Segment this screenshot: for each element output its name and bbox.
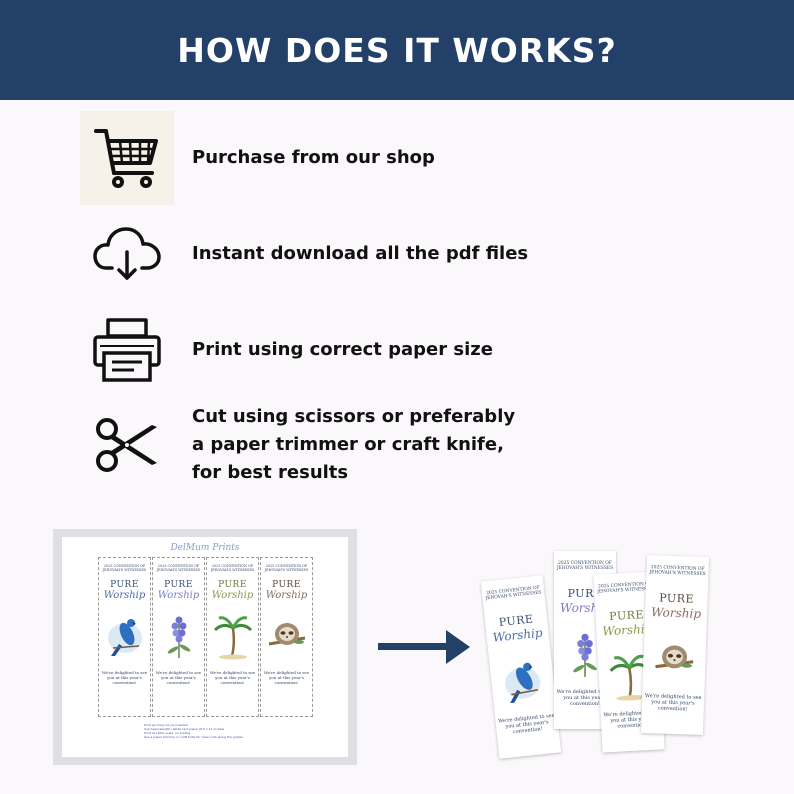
bookmark-message: We're delighted to see you at this year'… <box>644 692 702 713</box>
page-title: HOW DOES IT WORKS? <box>177 30 617 70</box>
palm-tree-illustration <box>609 654 650 701</box>
bookmark-message: We're delighted to see you at this year'… <box>263 670 310 685</box>
bookmark-worship: Worship <box>211 590 254 601</box>
flower-illustration <box>167 616 191 658</box>
bookmark-heading: 2025 CONVENTION OF JEHOVAH'S WITNESSES <box>156 564 201 572</box>
printed-bookmark: 2025 CONVENTION OF JEHOVAH'S WITNESSES P… <box>480 575 562 759</box>
printed-bookmark: 2025 CONVENTION OF JEHOVAH'S WITNESSES P… <box>640 554 710 736</box>
bookmark-pure: PURE <box>164 580 193 590</box>
step-purchase-text: Purchase from our shop <box>192 147 435 168</box>
header-banner: HOW DOES IT WORKS? <box>0 0 794 100</box>
sheet-bookmark: 2025 CONVENTION OF JEHOVAH'S WITNESSES P… <box>206 557 259 717</box>
step-download-text: Instant download all the pdf files <box>192 243 529 264</box>
bookmark-heading: 2025 CONVENTION OF JEHOVAH'S WITNESSES <box>264 564 309 572</box>
step-cut-line-2: a paper trimmer or craft knife, <box>192 434 504 455</box>
bookmark-worship: Worship <box>103 590 146 601</box>
step-cut-line-3: for best results <box>192 462 349 483</box>
step-cut-text: Cut using scissors or preferably a paper… <box>192 403 522 487</box>
shopping-cart-icon <box>80 111 174 205</box>
parrot-illustration <box>505 662 541 704</box>
bookmark-heading: 2025 CONVENTION OF JEHOVAH'S WITNESSES <box>556 561 614 571</box>
printed-bookmark: 2025 CONVENTION OF JEHOVAH'S WITNESSES P… <box>593 571 665 753</box>
print-notes: Print as many as you needed Use heavywei… <box>144 723 243 739</box>
printable-sheet: DelMum Prints 2025 CONVENTION OF JEHOVAH… <box>62 537 348 757</box>
bookmark-worship: Worship <box>157 590 200 601</box>
bookmark-heading: 2025 CONVENTION OF JEHOVAH'S WITNESSES <box>485 585 542 602</box>
bookmark-message: We're delighted to see you at this year'… <box>497 712 555 736</box>
step-cut-line-1: Cut using scissors or preferably <box>192 406 516 427</box>
bookmark-pure: PURE <box>110 580 139 590</box>
print-note: Use heavyweight / white card paper (8.5 … <box>144 727 225 731</box>
sloth-illustration <box>268 623 306 646</box>
printer-icon <box>80 303 174 397</box>
step-print-text: Print using correct paper size <box>192 339 493 360</box>
scissors-icon <box>80 398 174 492</box>
bookmark-pure: PURE <box>659 591 695 606</box>
step-cut: Cut using scissors or preferably a paper… <box>80 398 680 492</box>
bookmark-heading: 2025 CONVENTION OF JEHOVAH'S WITNESSES <box>102 564 147 572</box>
palm-tree-illustration <box>213 616 253 660</box>
bookmark-message: We're delighted to see you at this year'… <box>556 689 614 707</box>
sheet-bookmark: 2025 CONVENTION OF JEHOVAH'S WITNESSES P… <box>152 557 205 717</box>
brand-logo: DelMum Prints <box>170 543 240 553</box>
bookmark-message: We're delighted to see you at this year'… <box>155 670 202 685</box>
bookmark-heading: 2025 CONVENTION OF JEHOVAH'S WITNESSES <box>210 564 255 572</box>
arrow-right-icon <box>378 630 470 664</box>
parrot-illustration <box>108 619 142 656</box>
printable-sheet-preview: DelMum Prints 2025 CONVENTION OF JEHOVAH… <box>53 529 357 765</box>
bookmark-worship: Worship <box>265 590 308 601</box>
bookmark-pure: PURE <box>218 580 247 590</box>
print-note: Use a paper trimmer or craft knife for c… <box>144 735 243 739</box>
bookmark-worship: Worship <box>650 605 702 621</box>
sloth-illustration <box>655 645 694 669</box>
sheet-bookmark: 2025 CONVENTION OF JEHOVAH'S WITNESSES P… <box>260 557 313 717</box>
bookmark-heading: 2025 CONVENTION OF JEHOVAH'S WITNESSES <box>649 565 706 578</box>
step-download: Instant download all the pdf files <box>80 207 680 301</box>
bookmark-message: We're delighted to see you at this year'… <box>209 670 256 685</box>
sheet-bookmark: 2025 CONVENTION OF JEHOVAH'S WITNESSES P… <box>98 557 151 717</box>
step-purchase: Purchase from our shop <box>80 111 680 205</box>
flower-illustration <box>573 633 597 677</box>
print-note: Print as many as you needed <box>144 723 188 727</box>
bookmark-pure: PURE <box>567 587 603 600</box>
bookmark-pure: PURE <box>272 580 301 590</box>
bookmark-message: We're delighted to see you at this year'… <box>101 670 148 685</box>
cloud-download-icon <box>80 207 174 301</box>
print-note: Print at 100% scale, no scaling <box>144 731 191 735</box>
step-print: Print using correct paper size <box>80 303 680 397</box>
